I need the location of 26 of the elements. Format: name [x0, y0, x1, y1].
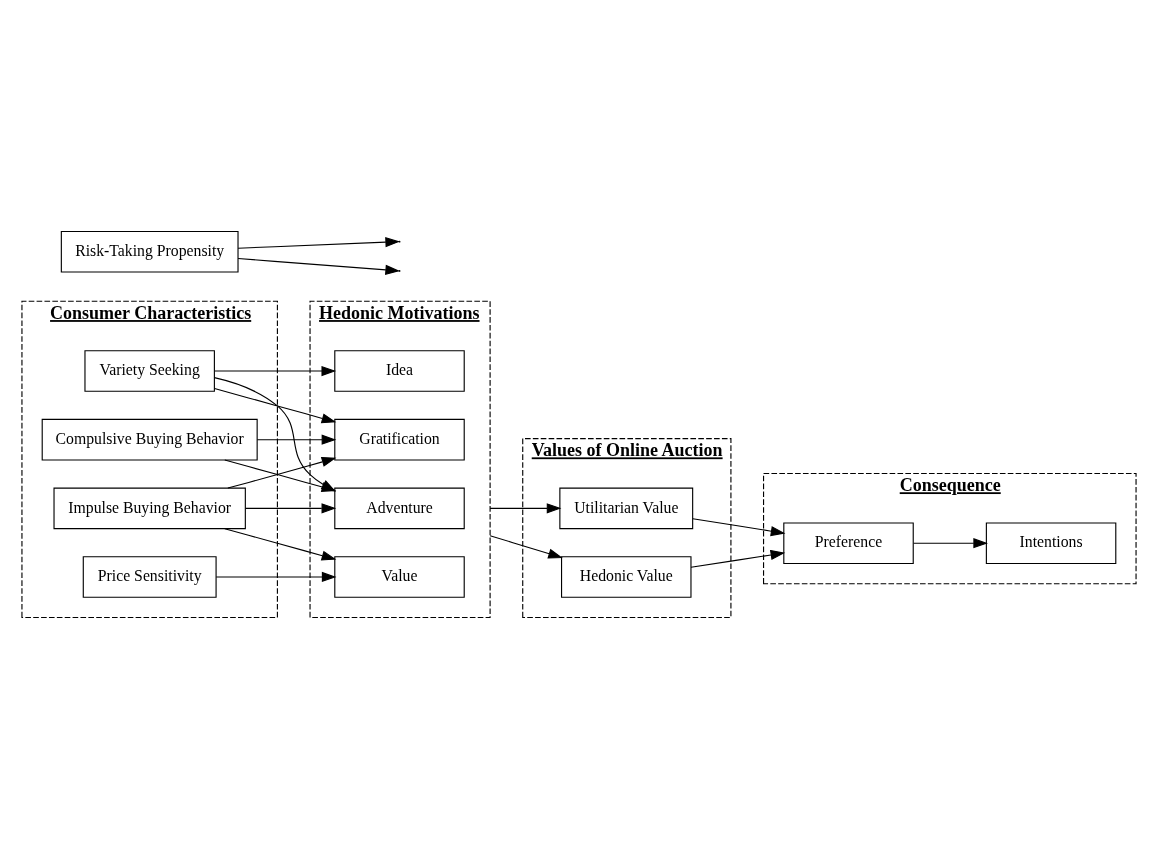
arrow	[237, 236, 400, 249]
node-box: Idea	[334, 349, 465, 392]
arrow	[215, 571, 337, 582]
node-box: Hedonic Value	[561, 555, 692, 598]
arrow	[214, 365, 337, 376]
arrow	[489, 502, 562, 513]
node-box: Preference	[783, 521, 914, 564]
node-box: Gratification	[334, 418, 465, 460]
node-box: Price Sensitivity	[82, 555, 217, 598]
node-box: Risk-Taking Propensity	[60, 230, 239, 273]
arrow	[244, 502, 337, 513]
arrow	[489, 534, 563, 559]
node-box: Impulse Buying Behavior	[53, 487, 246, 529]
arrow	[237, 257, 400, 275]
node-box: Compulsive Buying Behavior	[41, 418, 258, 460]
node-box: Variety Seeking	[84, 349, 215, 392]
arrow	[214, 387, 337, 423]
arrow	[256, 434, 337, 445]
arrow	[913, 537, 988, 548]
node-box: Intentions	[985, 521, 1117, 564]
arrow	[690, 549, 786, 568]
arrow	[224, 527, 337, 561]
arrow	[692, 517, 786, 536]
node-box: Utilitarian Value	[559, 487, 694, 529]
node-box: Adventure	[334, 487, 465, 529]
node-box: Value	[334, 555, 465, 598]
